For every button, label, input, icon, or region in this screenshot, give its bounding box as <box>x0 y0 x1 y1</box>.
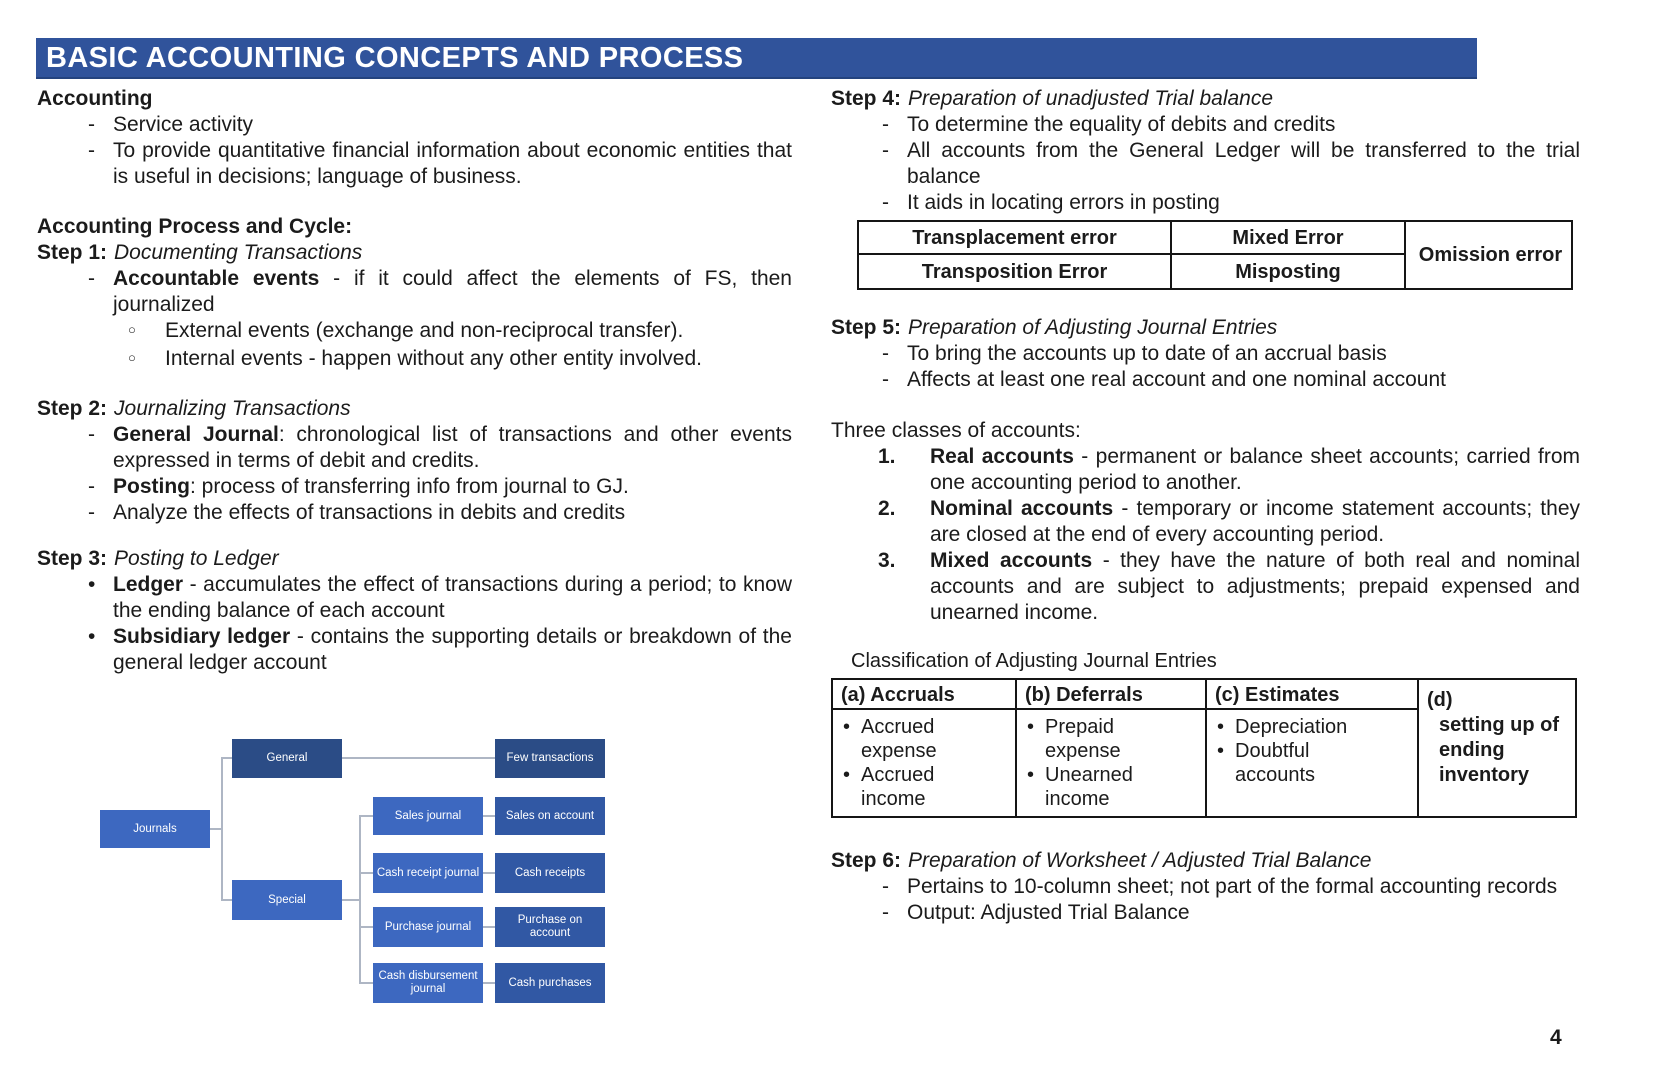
table-cell-merged: (d) setting up of ending inventory <box>1427 689 1559 786</box>
diagram-box-few-transactions: Few transactions <box>495 739 605 778</box>
connector-line <box>342 757 495 759</box>
numbered-item: 1. Real accounts - permanent or balance … <box>878 445 1581 494</box>
table-cell: Transposition Error <box>859 255 1172 288</box>
round-bullet <box>1023 715 1045 763</box>
left-column: Accounting Service activity To provide q… <box>37 82 792 676</box>
heading-accounting: Accounting <box>37 87 153 110</box>
round-bullet <box>1213 739 1235 787</box>
list-item: All accounts from the General Ledger wil… <box>831 138 1580 190</box>
dash-bullet <box>882 138 907 190</box>
round-bullet <box>1213 715 1235 739</box>
connector-line <box>359 982 373 984</box>
dash-bullet <box>88 500 113 526</box>
connector-line <box>359 815 373 817</box>
list-item: General Journal: chronological list of t… <box>37 422 792 474</box>
page-number: 4 <box>1550 1026 1562 1049</box>
table-cell: Depreciation Doubtful accounts <box>1207 710 1419 816</box>
step4-heading: Step 4:Preparation of unadjusted Trial b… <box>831 87 1274 110</box>
classification-caption: Classification of Adjusting Journal Entr… <box>851 650 1217 672</box>
round-bullet <box>839 763 861 811</box>
list-item: Output: Adjusted Trial Balance <box>831 900 1580 926</box>
step6-heading: Step 6:Preparation of Worksheet / Adjust… <box>831 849 1372 872</box>
connector-line <box>342 899 359 901</box>
step1-heading: Step 1:Documenting Transactions <box>37 241 363 264</box>
diagram-box-cash-receipts: Cash receipts <box>495 853 605 893</box>
list-item: To provide quantitative financial inform… <box>37 138 792 190</box>
dash-bullet <box>882 367 907 393</box>
numbered-item: 3. Mixed accounts - they have the nature… <box>878 549 1580 624</box>
list-item: Internal events - happen without any oth… <box>37 346 792 374</box>
list-item: External events (exchange and non-recipr… <box>37 318 792 346</box>
dash-bullet <box>88 474 113 500</box>
diagram-box-journals: Journals <box>100 810 210 848</box>
list-item: Analyze the effects of transactions in d… <box>37 500 792 526</box>
diagram-box-special: Special <box>232 880 342 920</box>
diagram-box-cash-purchases: Cash purchases <box>495 963 605 1003</box>
diagram-box-purchase-journal: Purchase journal <box>373 907 483 947</box>
dash-bullet <box>882 190 907 216</box>
dash-bullet <box>882 112 907 138</box>
table-cell: Mixed Error <box>1172 222 1406 255</box>
table-header-cell: (b) Deferrals <box>1017 680 1207 710</box>
right-column: Step 4:Preparation of unadjusted Trial b… <box>831 82 1580 926</box>
list-item: Ledger - accumulates the effect of trans… <box>37 572 792 624</box>
page-title: BASIC ACCOUNTING CONCEPTS AND PROCESS <box>36 38 1477 79</box>
table-cell: Misposting <box>1172 255 1406 288</box>
posting-errors-table: Transplacement error Mixed Error Omissio… <box>857 220 1573 290</box>
diagram-box-sales-journal: Sales journal <box>373 797 483 835</box>
dash-bullet <box>882 900 907 926</box>
connector-line <box>210 828 222 830</box>
table-cell: Accrued expense Accrued income <box>833 710 1017 816</box>
adjusting-entries-table: (a) Accruals (b) Deferrals (c) Estimates… <box>831 678 1577 818</box>
table-header-cell: (a) Accruals <box>833 680 1017 710</box>
list-item: Accountable events - if it could affect … <box>37 266 792 318</box>
round-bullet <box>88 572 113 624</box>
connector-line <box>359 926 373 928</box>
dash-bullet <box>88 422 113 474</box>
round-bullet <box>839 715 861 763</box>
step5-heading: Step 5:Preparation of Adjusting Journal … <box>831 316 1278 339</box>
list-item: Posting: process of transferring info fr… <box>37 474 792 500</box>
connector-line <box>483 815 495 817</box>
list-item: To determine the equality of debits and … <box>831 112 1580 138</box>
connector-line <box>221 758 223 901</box>
dash-bullet <box>882 874 907 900</box>
table-cell-merged: Omission error <box>1418 244 1563 266</box>
diagram-box-sales-on-account: Sales on account <box>495 797 605 835</box>
connector-line <box>221 899 232 901</box>
table-header-cell: (c) Estimates <box>1207 680 1419 710</box>
numbered-item: 2. Nominal accounts - temporary or incom… <box>878 497 1580 546</box>
table-cell: Transplacement error <box>859 222 1172 255</box>
circle-bullet <box>128 318 165 346</box>
dash-bullet <box>88 112 113 138</box>
round-bullet <box>88 624 113 676</box>
table-cell: Prepaid expense Unearned income <box>1017 710 1207 816</box>
dash-bullet <box>88 138 113 190</box>
round-bullet <box>1023 763 1045 811</box>
connector-line <box>483 926 495 928</box>
dash-bullet <box>88 266 113 318</box>
step2-heading: Step 2:Journalizing Transactions <box>37 397 351 420</box>
list-item: Subsidiary ledger - contains the support… <box>37 624 792 676</box>
diagram-box-general: General <box>232 739 342 778</box>
diagram-box-cash-receipt-journal: Cash receipt journal <box>373 853 483 893</box>
dash-bullet <box>882 341 907 367</box>
list-item: To bring the accounts up to date of an a… <box>831 341 1580 367</box>
circle-bullet <box>128 346 165 374</box>
list-item: It aids in locating errors in posting <box>831 190 1580 216</box>
list-item: Affects at least one real account and on… <box>831 367 1580 393</box>
list-item: Pertains to 10-column sheet; not part of… <box>831 874 1580 900</box>
three-classes-heading: Three classes of accounts: <box>831 419 1081 442</box>
connector-line <box>359 872 373 874</box>
heading-process-cycle: Accounting Process and Cycle: <box>37 215 353 238</box>
connector-line <box>359 816 361 983</box>
diagram-box-cash-disbursement-journal: Cash disbursement journal <box>373 963 483 1003</box>
journals-flowchart: Journals General Few transactions Specia… <box>95 735 625 1015</box>
step3-heading: Step 3:Posting to Ledger <box>37 547 279 570</box>
connector-line <box>483 982 495 984</box>
list-item: Service activity <box>37 112 792 138</box>
diagram-box-purchase-on-account: Purchase on account <box>495 907 605 947</box>
connector-line <box>483 872 495 874</box>
connector-line <box>221 757 232 759</box>
